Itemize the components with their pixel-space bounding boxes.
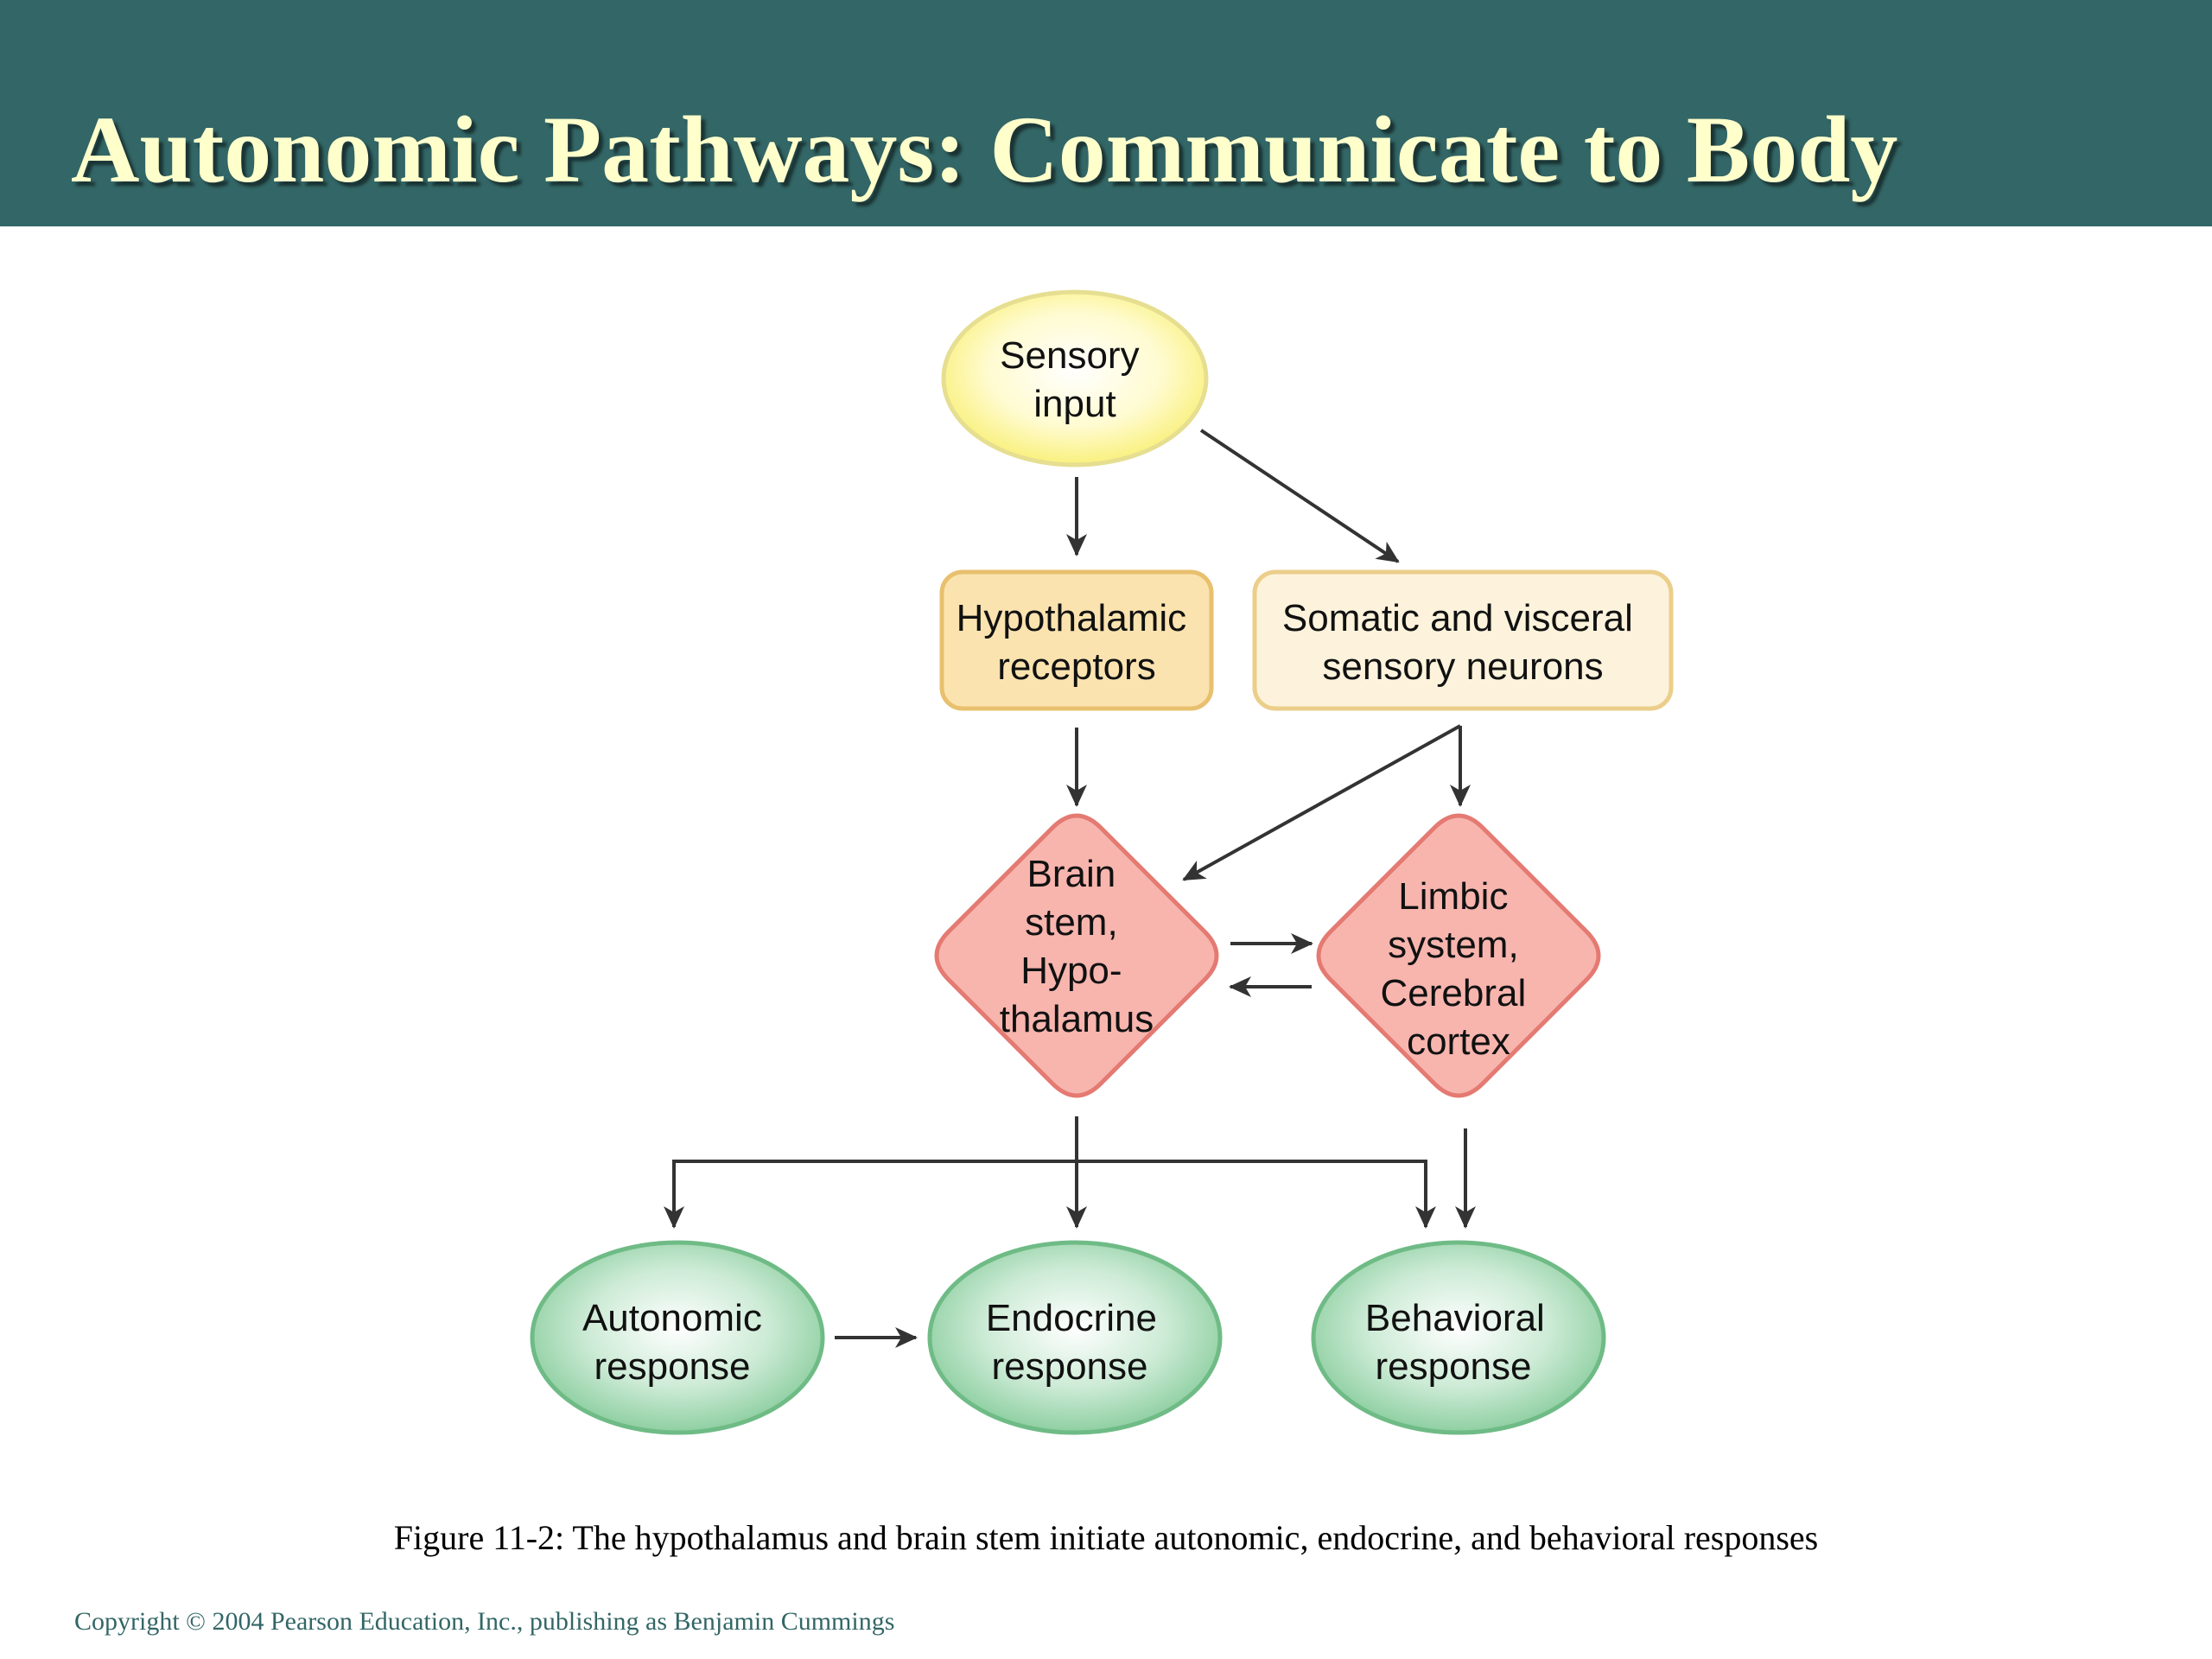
hypothalamic-receptors-shape xyxy=(939,569,1214,711)
node-hypothalamic-receptors: Hypothalamic receptors xyxy=(939,569,1214,711)
node-limbic-cerebral-cortex: Limbic system, Cerebral cortex xyxy=(1316,813,1601,1098)
brain-stem-label-line3: Hypo- xyxy=(1020,950,1122,992)
arrow-neurons-to-brainstem xyxy=(1182,724,1461,881)
arrow-sensory-to-neurons xyxy=(1199,429,1400,563)
endocrine-response-label-line2: response xyxy=(991,1345,1147,1388)
somatic-visceral-neurons-label-line1: Somatic and visceral xyxy=(1282,597,1633,639)
node-autonomic-response: Autonomic response xyxy=(530,1240,825,1435)
limbic-cerebral-cortex-shape xyxy=(1316,813,1601,1098)
node-brain-stem-hypothalamus: Brain stem, Hypo- thalamus xyxy=(934,813,1219,1098)
somatic-visceral-neurons-shape xyxy=(1252,569,1674,711)
pathway-diagram: Sensory input Hypothalamic receptors Som… xyxy=(530,289,1674,1435)
node-sensory-input: Sensory input xyxy=(941,289,1209,467)
autonomic-response-label-line1: Autonomic xyxy=(582,1297,762,1339)
svg-text:Somatic and visceral sen: Somatic and visceral sensory neurons xyxy=(1282,597,1643,688)
svg-text:Sensory input: Sensory input xyxy=(1000,334,1150,425)
title-bar: Autonomic Pathways: Communicate to Body xyxy=(0,0,2212,226)
sensory-input-label-line1: Sensory xyxy=(1000,334,1139,377)
sensory-input-label-line2: input xyxy=(1033,383,1116,425)
node-endocrine-response: Endocrine response xyxy=(927,1240,1223,1435)
arrow-brainstem-to-behavioral xyxy=(1077,1160,1436,1229)
figure-caption: Figure 11-2: The hypothalamus and brain … xyxy=(393,1518,1819,1557)
limbic-label-line2: system, xyxy=(1388,924,1519,966)
connectors xyxy=(664,429,1476,1348)
limbic-label-line1: Limbic xyxy=(1398,875,1508,918)
arrow-brainstem-to-autonomic xyxy=(664,1160,1077,1229)
sensory-input-shape xyxy=(941,289,1209,467)
autonomic-response-shape xyxy=(530,1240,825,1435)
node-behavioral-response: Behavioral response xyxy=(1311,1240,1606,1435)
slide-title: Autonomic Pathways: Communicate to Body xyxy=(71,97,1898,202)
behavioral-response-label-line1: Behavioral xyxy=(1365,1297,1545,1339)
copyright-notice: Copyright © 2004 Pearson Education, Inc.… xyxy=(74,1607,895,1636)
endocrine-response-shape xyxy=(927,1240,1223,1435)
brain-stem-hypothalamus-shape xyxy=(934,813,1219,1098)
svg-text:Brain stem, Hypo-: Brain stem, Hypo- thalamus xyxy=(1000,853,1154,1040)
hypothalamic-receptors-label-line1: Hypothalamic xyxy=(957,597,1187,639)
brain-stem-label-line4: thalamus xyxy=(1000,998,1154,1040)
limbic-label-line3: Cerebral xyxy=(1381,972,1527,1014)
svg-text:Autonomic response: Autonomic response xyxy=(582,1297,772,1388)
svg-text:Limbic system, Cer: Limbic system, Cerebral cortex xyxy=(1381,875,1537,1063)
brain-stem-label-line1: Brain xyxy=(1027,853,1116,895)
hypothalamic-receptors-label-line2: receptors xyxy=(997,645,1155,688)
brain-stem-label-line2: stem, xyxy=(1025,901,1118,944)
endocrine-response-label-line1: Endocrine xyxy=(986,1297,1157,1339)
svg-text:Behavioral response: Behavioral response xyxy=(1365,1297,1555,1388)
svg-text:Endocrine response: Endocrine response xyxy=(986,1297,1167,1388)
svg-text:Hypothalamic receptors: Hypothalamic receptors xyxy=(957,597,1198,688)
somatic-visceral-neurons-label-line2: sensory neurons xyxy=(1322,645,1603,688)
node-somatic-visceral-neurons: Somatic and visceral sensory neurons xyxy=(1252,569,1674,711)
autonomic-response-label-line2: response xyxy=(594,1345,750,1388)
limbic-label-line4: cortex xyxy=(1407,1020,1510,1063)
behavioral-response-label-line2: response xyxy=(1375,1345,1531,1388)
behavioral-response-shape xyxy=(1311,1240,1606,1435)
